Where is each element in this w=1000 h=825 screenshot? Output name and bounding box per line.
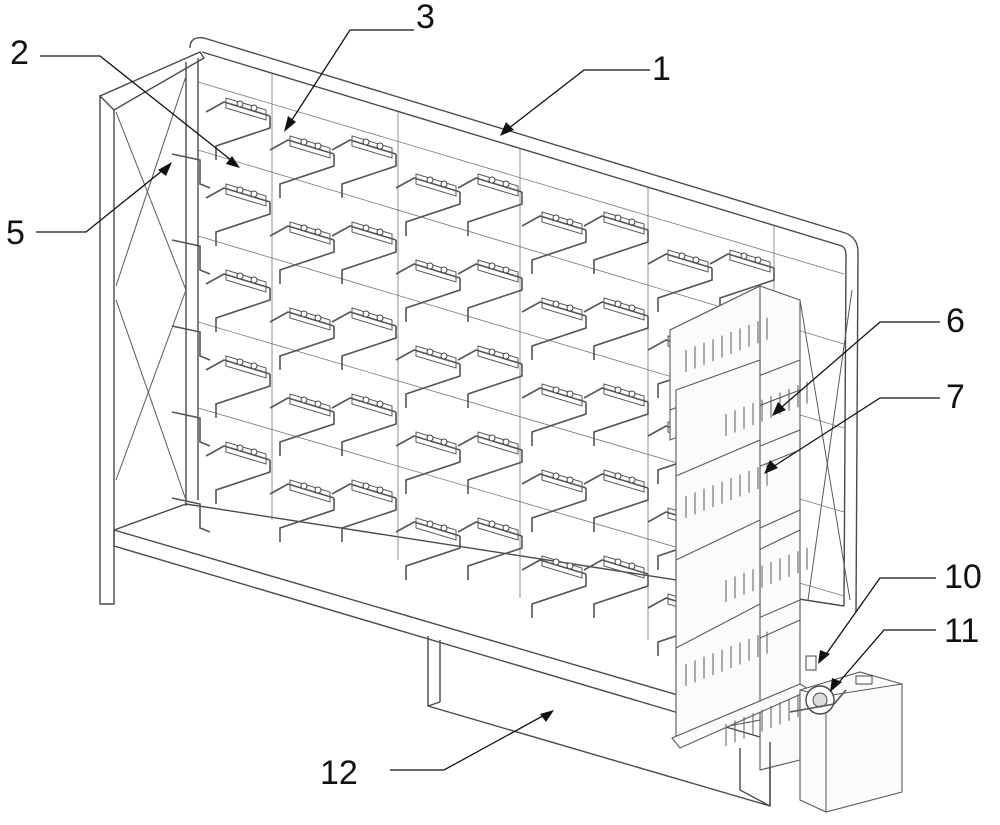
nozzle-bracket [171,411,211,447]
nozzle-bracket [171,497,211,533]
nozzle-bracket [171,325,211,361]
sprinkler-arm [205,183,271,246]
nozzle-bracket [171,153,211,189]
label-12: 12 [320,754,358,792]
sprinkler-arm [331,393,397,456]
sprinkler-arm [205,355,271,418]
sprinkler-arm [457,173,523,236]
label-6: 6 [946,302,965,340]
sprinkler-arm [457,431,523,494]
sprinkler-arm [331,221,397,284]
sprinkler-arm [395,517,461,580]
sprinkler-arm [269,307,335,370]
stepped-trough-stack [669,285,812,807]
sprinkler-arm [395,431,461,494]
sprinkler-arm [269,221,335,284]
label-3: 3 [416,0,435,36]
label-10: 10 [944,558,982,596]
sprinkler-arm [583,383,649,446]
sprinkler-arm [521,469,587,532]
sprinkler-arm [457,517,523,580]
sprinkler-arm [269,135,335,198]
sprinkler-arm [521,555,587,618]
nozzle-bracket [171,239,211,275]
trough-teeth [685,317,808,746]
label-2: 2 [10,34,29,72]
sprinkler-arm [395,173,461,236]
sprinkler-arm [331,479,397,542]
pump-unit [789,655,903,813]
label-1: 1 [652,50,671,88]
sprinkler-arm [521,211,587,274]
sprinkler-arm [205,269,271,332]
label-7: 7 [946,378,965,416]
sprinkler-arm [457,259,523,322]
sprinkler-arm [269,393,335,456]
sprinkler-arm [331,135,397,198]
sprinkler-arm [521,383,587,446]
sprinkler-arm [395,259,461,322]
sprinkler-arm [457,345,523,408]
sprinkler-arm [521,297,587,360]
sprinkler-arm [583,469,649,532]
sprinkler-arm [583,555,649,618]
sprinkler-arm [647,249,713,312]
sprinkler-arm-grid [171,97,775,656]
sprinkler-arm [583,297,649,360]
label-11: 11 [944,612,979,650]
sprinkler-arm [395,345,461,408]
label-5: 5 [6,214,25,252]
sprinkler-arm [331,307,397,370]
sprinkler-arm [583,211,649,274]
sprinkler-arm [205,441,271,504]
callouts: 1 2 3 5 6 7 10 11 12 [6,0,982,792]
sprinkler-arm [269,479,335,542]
sprinkler-arm [205,97,271,160]
